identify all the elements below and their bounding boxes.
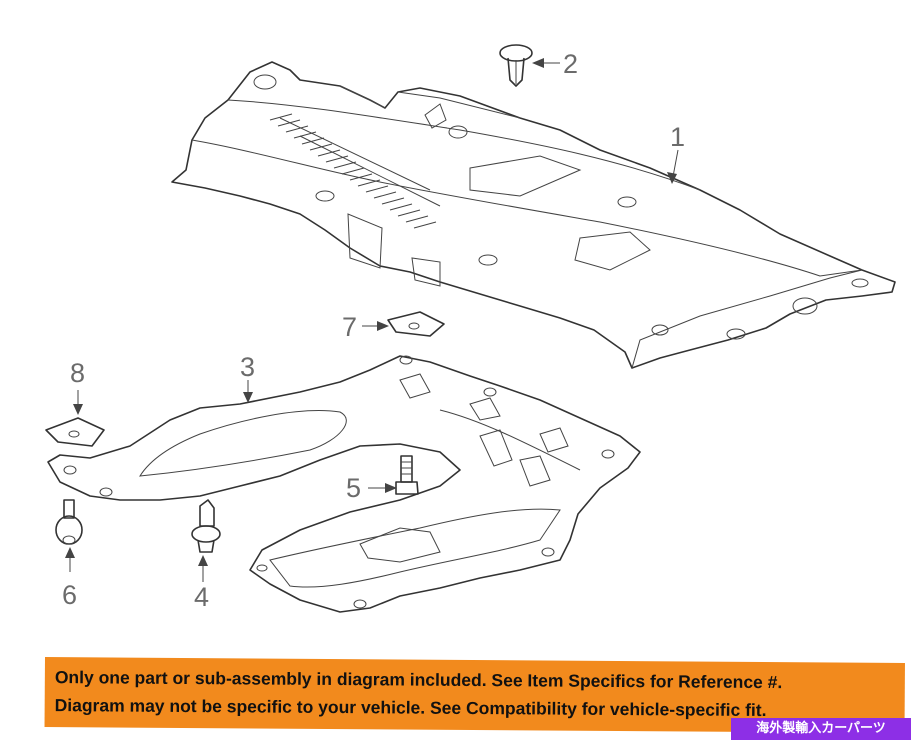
callout-6: 6 (62, 580, 77, 610)
part-3-lower-shield (47, 355, 641, 613)
callout-8: 8 (70, 358, 85, 388)
callout-2: 2 (563, 49, 578, 79)
leader-arrows (65, 58, 679, 582)
part-2-push-clip (499, 44, 533, 87)
part-5-bolt (395, 455, 419, 495)
part-4-push-pin (191, 499, 221, 553)
callout-4: 4 (194, 582, 209, 612)
callout-3: 3 (240, 352, 255, 382)
part-6-bolt (55, 499, 83, 545)
callout-1: 1 (670, 122, 685, 152)
vent-slots (269, 113, 441, 229)
callout-5: 5 (346, 473, 361, 503)
shop-tag: 海外製輸入カーパーツ (731, 718, 911, 740)
part-7-clip-nut (387, 311, 445, 337)
part-1-splash-shield (171, 61, 896, 369)
callout-7: 7 (342, 312, 357, 342)
part-8-clip-nut (45, 417, 105, 447)
